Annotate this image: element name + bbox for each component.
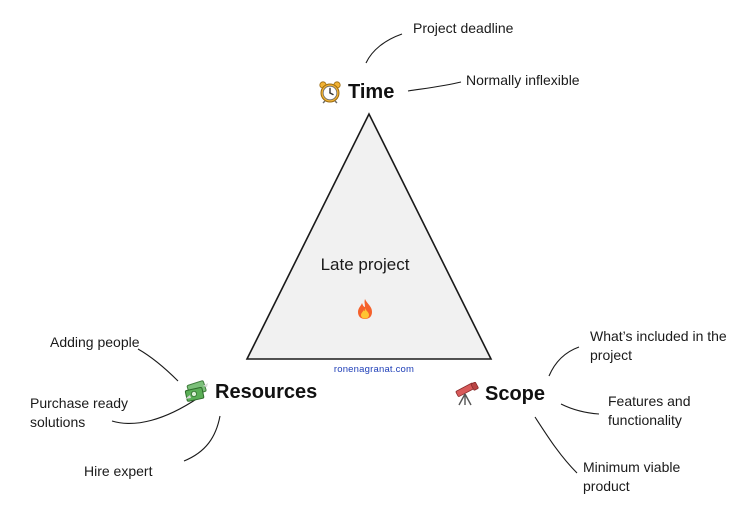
fire-icon bbox=[355, 298, 375, 325]
time-note-deadline: Project deadline bbox=[413, 20, 514, 36]
scope-note-included-line2: project bbox=[590, 347, 633, 363]
center-label: Late project bbox=[320, 255, 410, 274]
resources-note-purchase-line1: Purchase ready bbox=[30, 395, 129, 411]
time-heading: Time bbox=[318, 80, 394, 104]
scope-note-features-line1: Features and bbox=[608, 393, 691, 409]
resources-note-hire-expert: Hire expert bbox=[84, 463, 153, 479]
connector-time-inflexible bbox=[407, 81, 462, 92]
telescope-icon bbox=[453, 382, 479, 406]
connector-scope-features bbox=[560, 403, 600, 415]
time-note-inflexible: Normally inflexible bbox=[466, 72, 580, 88]
connector-time-deadline bbox=[365, 33, 403, 64]
money-icon bbox=[183, 380, 209, 404]
time-label: Time bbox=[348, 80, 395, 103]
resources-label: Resources bbox=[215, 380, 318, 403]
connector-resources-adding bbox=[137, 348, 179, 382]
scope-note-mvp-line1: Minimum viable bbox=[583, 459, 681, 475]
connector-resources-hire bbox=[183, 415, 221, 462]
alarm-clock-icon bbox=[318, 80, 342, 104]
scope-heading: Scope bbox=[453, 382, 545, 406]
resources-note-purchase-line2: solutions bbox=[30, 414, 86, 430]
scope-note-mvp-line2: product bbox=[583, 478, 630, 494]
watermark-url: ronenagranat.com bbox=[333, 364, 415, 375]
scope-note-features-line2: functionality bbox=[608, 412, 682, 428]
resources-heading: Resources bbox=[183, 380, 317, 404]
resources-note-adding-people: Adding people bbox=[50, 334, 140, 350]
connector-scope-mvp bbox=[534, 416, 578, 474]
connector-scope-included bbox=[548, 346, 580, 377]
scope-label: Scope bbox=[485, 382, 546, 405]
scope-note-included-line1: What’s included in the bbox=[590, 328, 727, 344]
